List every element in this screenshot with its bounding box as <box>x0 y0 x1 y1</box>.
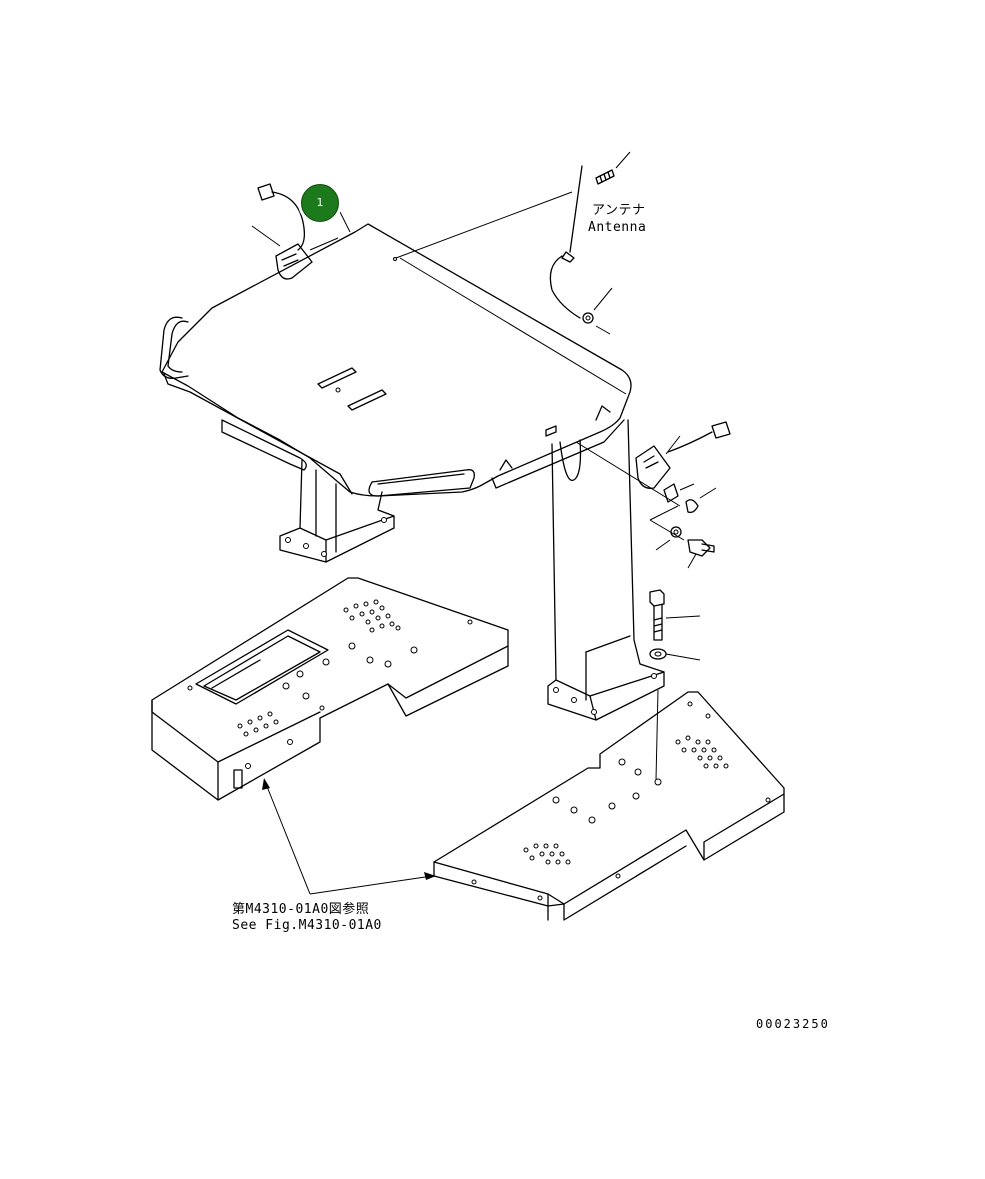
floor-plate-right <box>433 691 785 921</box>
reference-label-jp: 第M4310-01A0図参照 <box>232 902 370 917</box>
washer <box>649 648 701 781</box>
callout-1[interactable]: 1 <box>298 181 342 225</box>
roof-panel <box>159 211 632 497</box>
drawing-number: 00023250 <box>756 1017 830 1031</box>
vent-hole-group <box>237 599 395 737</box>
right-speaker-assembly <box>575 421 731 569</box>
antenna-bolt <box>595 151 631 185</box>
callout-1-number: 1 <box>301 184 339 222</box>
right-pillar <box>547 419 665 721</box>
antenna-label-en: Antenna <box>588 220 647 235</box>
flange-bolt <box>687 539 715 569</box>
left-pillar <box>279 459 395 563</box>
floor-plate-left <box>151 577 509 801</box>
left-speaker-harness <box>251 183 339 280</box>
reference-arrows <box>262 778 436 895</box>
vent-hole-group <box>523 735 729 865</box>
antenna-label-jp: アンテナ <box>592 203 646 218</box>
antenna-assembly <box>395 151 631 395</box>
reference-label-en: See Fig.M4310-01A0 <box>232 918 382 933</box>
mount-bolt <box>649 589 701 641</box>
